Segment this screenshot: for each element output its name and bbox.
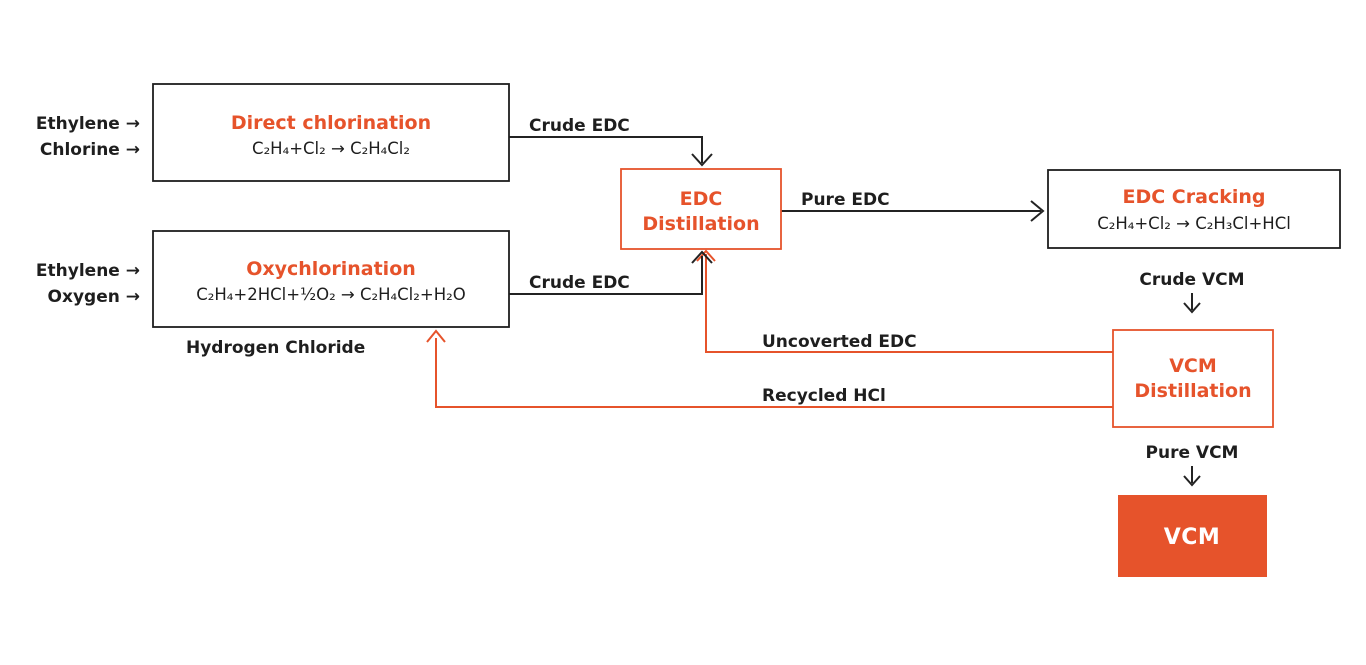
oxychlorination-formula: C₂H₄+2HCl+½O₂ → C₂H₄Cl₂+H₂O	[196, 285, 465, 304]
vcm-distillation-title-line2: Distillation	[1134, 380, 1251, 402]
arrow-head-unconverted-edc	[696, 249, 716, 262]
connector-recycled-hcl	[435, 338, 1113, 408]
oxychlorination-title: Oxychlorination	[246, 258, 416, 280]
arrow-head-crude-edc-bottom	[691, 250, 713, 264]
connector-crude-edc-bottom	[509, 256, 703, 295]
arrow-head-pure-vcm	[1183, 475, 1201, 487]
arrow-head-recycled-hcl	[426, 329, 446, 343]
vcm-box-title: VCM	[1164, 525, 1221, 550]
oxychlorination-box	[152, 230, 510, 328]
stream-label-unconverted-edc: Uncoverted EDC	[762, 332, 917, 352]
edc-cracking-formula: C₂H₄+Cl₂ → C₂H₃Cl+HCl	[1097, 214, 1291, 233]
input-label-oxygen: Oxygen →	[48, 287, 140, 307]
edc-cracking-box	[1047, 169, 1341, 249]
edc-distillation-title-line2: Distillation	[642, 213, 759, 235]
vcm-box	[1118, 495, 1267, 577]
stream-label-pure-vcm: Pure VCM	[1146, 443, 1239, 463]
input-label-chlorine: Chlorine →	[40, 140, 140, 160]
edc-distillation-title-line1: EDC	[680, 188, 723, 210]
direct-chlorination-formula: C₂H₄+Cl₂ → C₂H₄Cl₂	[252, 139, 410, 158]
stream-label-crude-edc-top: Crude EDC	[529, 116, 630, 136]
stream-label-recycled-hcl: Recycled HCl	[762, 386, 886, 406]
stream-label-hydrogen-chloride: Hydrogen Chloride	[186, 338, 365, 358]
arrow-head-crude-edc-top	[691, 153, 713, 167]
vcm-distillation-title-line1: VCM	[1169, 355, 1217, 377]
direct-chlorination-title: Direct chlorination	[231, 112, 431, 134]
stream-label-crude-edc-bottom: Crude EDC	[529, 273, 630, 293]
input-label-ethylene-oxy: Ethylene →	[36, 261, 140, 281]
stream-label-crude-vcm: Crude VCM	[1139, 270, 1244, 290]
connector-crude-edc-top	[509, 136, 703, 163]
arrow-head-crude-vcm	[1183, 302, 1201, 314]
vcm-distillation-box	[1112, 329, 1274, 428]
arrow-head-pure-edc	[1030, 200, 1045, 222]
edc-cracking-title: EDC Cracking	[1123, 186, 1266, 208]
edc-distillation-box	[620, 168, 782, 250]
connector-unconverted-edc	[705, 254, 1113, 353]
stream-label-pure-edc: Pure EDC	[801, 190, 890, 210]
input-label-ethylene-direct: Ethylene →	[36, 114, 140, 134]
direct-chlorination-box	[152, 83, 510, 182]
